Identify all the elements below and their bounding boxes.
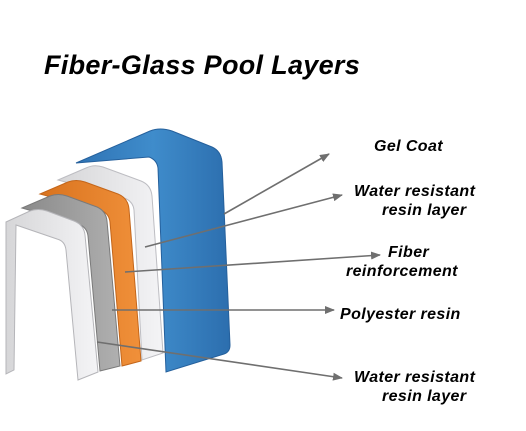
arrow-outer-resin <box>144 193 343 248</box>
inner-resin-layer <box>5 209 99 381</box>
label-fiber-line1: Fiber <box>388 244 430 261</box>
fiber-reinforcement-shape <box>38 180 142 367</box>
polyester-resin-shape <box>20 194 121 372</box>
outer-resin-shape <box>56 165 164 361</box>
outer-resin-layer <box>56 165 164 361</box>
polyester-resin-layer <box>20 194 121 372</box>
pointer-arrows <box>96 153 381 381</box>
label-inner-resin-line2: resin layer <box>382 388 467 405</box>
label-fiber-line2: reinforcement <box>346 263 458 280</box>
label-gel-coat-line1: Gel Coat <box>374 138 443 155</box>
label-polyester-resin: Polyester resin <box>340 305 461 324</box>
label-outer-resin-line2: resin layer <box>382 202 467 219</box>
label-inner-resin-line1: Water resistant <box>354 369 476 386</box>
inner-resin-shape <box>5 209 99 381</box>
label-polyester-line1: Polyester resin <box>340 306 461 323</box>
label-fiber-reinforcement: Fiber reinforcement <box>346 243 458 281</box>
label-gel-coat: Gel Coat <box>374 137 443 156</box>
diagram-title: Fiber-Glass Pool Layers <box>44 50 361 80</box>
gel-coat-layer <box>75 128 231 373</box>
label-outer-resin-line1: Water resistant <box>354 183 476 200</box>
gel-coat-shape <box>76 129 230 372</box>
arrow-fiber-reinforcement <box>124 251 381 273</box>
label-outer-resin-layer: Water resistant resin layer <box>354 182 475 220</box>
arrow-inner-resin <box>96 341 343 381</box>
arrow-gel-coat <box>223 153 330 215</box>
fiber-reinforcement-layer <box>38 180 142 367</box>
label-inner-resin-layer: Water resistant resin layer <box>354 368 475 406</box>
